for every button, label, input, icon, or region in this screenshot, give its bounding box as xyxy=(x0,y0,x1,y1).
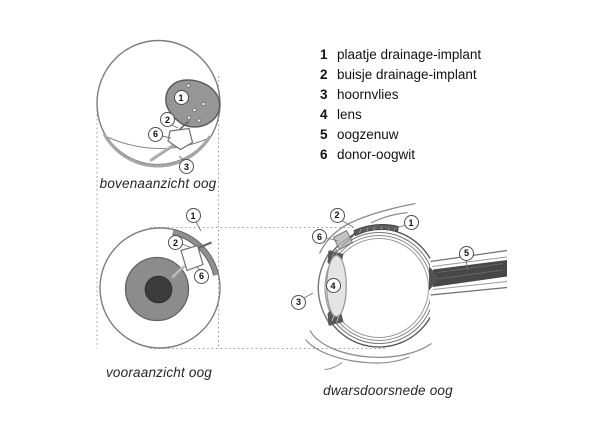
legend-number: 5 xyxy=(320,127,328,142)
marker-patch-front: 6 xyxy=(194,268,209,284)
legend-item: 4 lens xyxy=(320,105,481,125)
caption-top-view: bovenaanzicht oog xyxy=(99,176,217,191)
front-view-drawing xyxy=(99,221,221,349)
legend-item: 3 hoornvlies xyxy=(320,85,481,105)
caption-cross-section: dwarsdoorsnede oog xyxy=(323,383,453,398)
marker-lens-cross: 4 xyxy=(325,278,341,293)
legend-label: lens xyxy=(337,107,362,122)
legend-number: 2 xyxy=(320,67,328,82)
marker-cornea-top: 3 xyxy=(179,159,194,174)
legend-number: 1 xyxy=(320,47,328,62)
marker-patch-cross: 6 xyxy=(312,229,327,244)
suture-holes xyxy=(186,83,206,123)
legend-number: 3 xyxy=(320,87,328,102)
legend-label: plaatje drainage-implant xyxy=(337,47,482,62)
marker-tube-front: 2 xyxy=(168,235,183,250)
legend-label: hoornvlies xyxy=(337,87,399,102)
marker-tube-cross: 2 xyxy=(329,207,345,223)
legend-label: donor-oogwit xyxy=(337,147,416,162)
legend: 1 plaatje drainage-implant 2 buisje drai… xyxy=(320,45,481,165)
legend-label: oogzenuw xyxy=(337,127,399,142)
legend-number: 6 xyxy=(320,147,328,162)
marker-plate-top: 1 xyxy=(173,90,189,105)
caption-front-view: vooraanzicht oog xyxy=(105,365,213,380)
marker-cornea-cross: 3 xyxy=(291,294,306,310)
marker-patch-top: 6 xyxy=(148,126,163,142)
legend-item: 1 plaatje drainage-implant xyxy=(320,45,481,65)
marker-nerve-cross: 5 xyxy=(459,245,474,261)
legend-item: 5 oogzenuw xyxy=(320,125,481,145)
marker-tube-top: 2 xyxy=(160,112,175,127)
marker-plate-cross: 1 xyxy=(403,215,419,230)
legend-item: 2 buisje drainage-implant xyxy=(320,65,481,85)
marker-plate-front: 1 xyxy=(185,208,201,223)
construction-lines xyxy=(96,76,386,349)
legend-label: buisje drainage-implant xyxy=(337,67,477,82)
legend-item: 6 donor-oogwit xyxy=(320,145,481,165)
legend-number: 4 xyxy=(320,107,328,122)
